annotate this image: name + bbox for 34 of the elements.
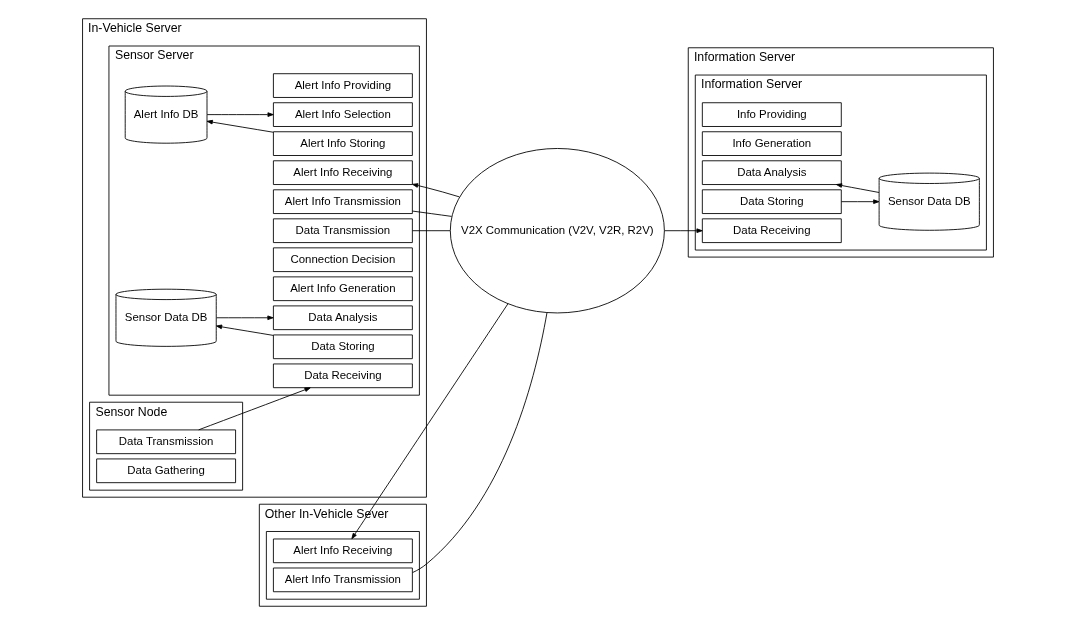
node-box: Data Storing (272, 334, 413, 360)
arrow (216, 324, 274, 336)
node-box: Info Providing (701, 102, 842, 127)
node-box: Data Gathering (96, 458, 237, 484)
node-box: Alert Info Generation (272, 276, 413, 302)
arrow (206, 119, 274, 133)
node-box: Alert Info Transmission (272, 189, 413, 214)
node-box: Alert Info Providing (272, 73, 413, 98)
node-box: Connection Decision (272, 247, 413, 273)
node-box: Data Analysis (701, 160, 842, 185)
connector (412, 312, 548, 573)
node-box: Alert Info Transmission (272, 567, 413, 593)
node-box: Data Transmission (96, 429, 237, 455)
arrow (664, 228, 703, 233)
node-box: Data Receiving (272, 363, 413, 389)
node-box: Info Generation (701, 131, 842, 156)
node-box: Alert Info Selection (272, 102, 413, 127)
arrow (216, 315, 274, 321)
arrow (412, 183, 460, 198)
node-box: Data Transmission (272, 218, 413, 243)
arrow (206, 112, 274, 117)
node-box: Data Storing (701, 189, 842, 214)
node-ellipse: V2X Communication (V2V, V2R, R2V) (449, 148, 665, 314)
arrow (198, 387, 311, 431)
connector (412, 210, 453, 217)
connector (412, 230, 451, 232)
node-box: Alert Info Receiving (272, 160, 413, 185)
node-box: Alert Info Storing (272, 131, 413, 156)
arrow (840, 199, 880, 204)
arrow (836, 183, 880, 193)
node-box: Alert Info Receiving (272, 538, 413, 564)
node-box: Data Analysis (272, 305, 413, 331)
node-box: Data Receiving (701, 218, 842, 243)
arrow (351, 303, 509, 540)
